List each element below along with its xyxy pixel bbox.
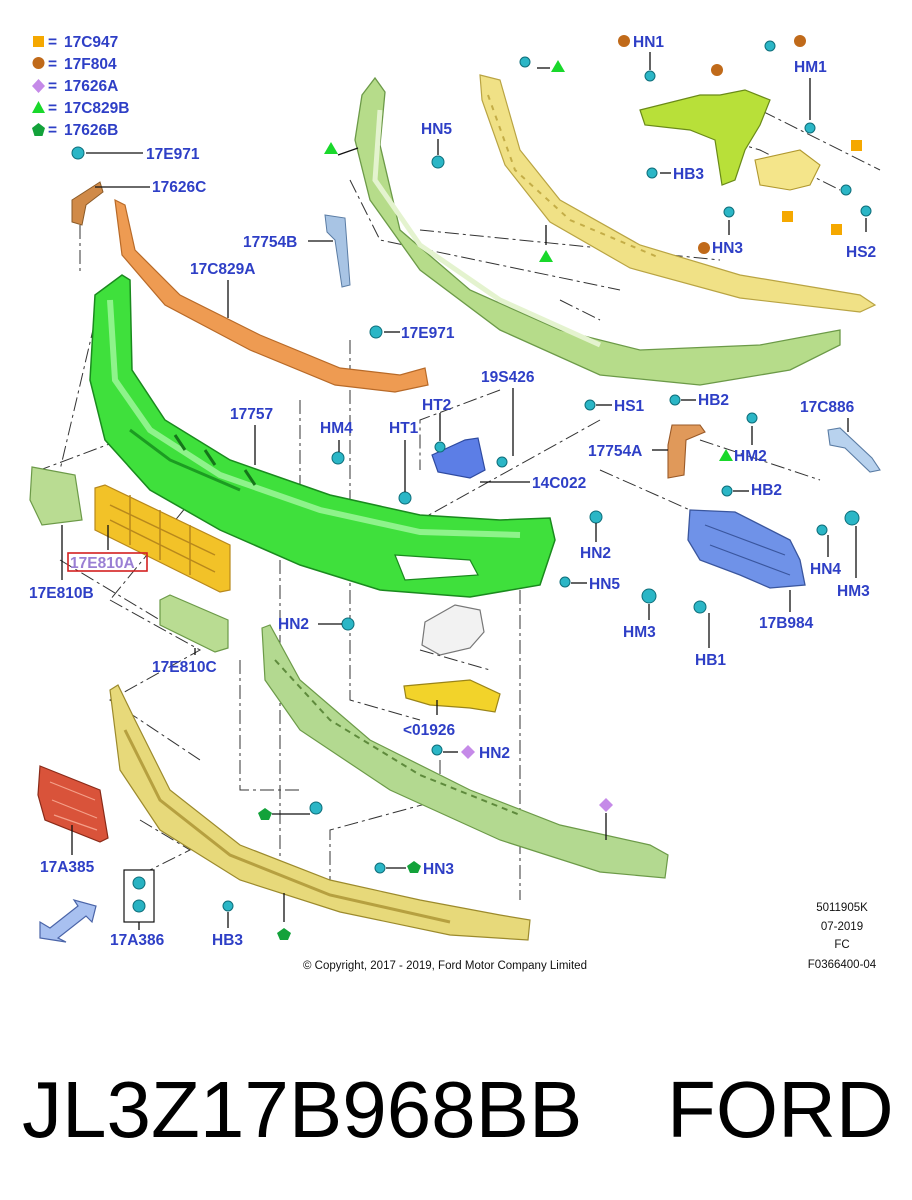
- legend-code-17f804: 17F804: [64, 56, 117, 73]
- label-hn5-top: HN5: [421, 121, 452, 138]
- highlight-box-17e810a: [67, 552, 148, 572]
- label-17e810b: 17E810B: [29, 585, 94, 602]
- bracket-14c022: [431, 437, 486, 479]
- label-hn3-top: HN3: [712, 240, 743, 257]
- legend-diamond-symbol: [32, 79, 45, 93]
- label-hn5-mid: HN5: [589, 576, 620, 593]
- label-hb2-a: HB2: [698, 392, 729, 409]
- label-hn2-a: HN2: [580, 545, 611, 562]
- part-labels: 17E971 17626C 17754B 17C829A 17E971 HN5 …: [29, 34, 876, 949]
- grille-insert-17e810a: [94, 484, 231, 593]
- label-17a386: 17A386: [110, 932, 165, 949]
- svg-text:=: =: [48, 78, 57, 95]
- legend-circle-symbol: [32, 57, 45, 69]
- label-17e810c: 17E810C: [152, 659, 217, 676]
- svg-text:=: =: [48, 100, 57, 117]
- upper-right-bracket: [639, 89, 771, 186]
- label-hb3-top: HB3: [673, 166, 704, 183]
- label-17757: 17757: [230, 406, 273, 423]
- bracket-17626c: [71, 181, 104, 226]
- legend-triangle-symbol: [32, 101, 45, 113]
- bracket-17754b: [324, 214, 351, 288]
- label-17754a: 17754A: [588, 443, 642, 460]
- fasteners: [71, 40, 872, 912]
- label-hn4: HN4: [810, 561, 841, 578]
- part-number: JL3Z17B968BB: [22, 1065, 583, 1154]
- label-17e810a: 17E810A: [70, 555, 135, 572]
- brand-name: FORD: [667, 1065, 894, 1154]
- diagram-footer: © Copyright, 2017 - 2019, Ford Motor Com…: [303, 902, 877, 972]
- bracket-17b984: [687, 509, 806, 589]
- svg-text:=: =: [48, 122, 57, 139]
- label-ht1: HT1: [389, 420, 419, 437]
- label-17c829a: 17C829A: [190, 261, 256, 278]
- label-hs2: HS2: [846, 244, 876, 261]
- part-caption: JL3Z17B968BB FORD: [22, 1050, 902, 1170]
- pale-green-upper-deflector: [354, 76, 841, 386]
- label-17626c: 17626C: [152, 179, 206, 196]
- legend-sep: =: [48, 34, 57, 51]
- label-hm3-b: HM3: [623, 624, 656, 641]
- label-ht2: HT2: [422, 397, 451, 414]
- legend-pentagon-symbol: [32, 123, 45, 136]
- label-14c022: 14C022: [532, 475, 586, 492]
- orange-upper-seal: [114, 198, 429, 393]
- legend-square-symbol: [33, 36, 44, 47]
- label-hm4: HM4: [320, 420, 353, 437]
- ref-code-3: FC: [834, 939, 849, 951]
- small-yellow-bracket: [754, 149, 821, 191]
- exploded-parts-diagram: = 17C947 = 17F804 = 17626A = 17C829B = 1…: [29, 34, 881, 972]
- label-17754b: 17754B: [243, 234, 297, 251]
- label-hn2-b: HN2: [278, 616, 309, 633]
- end-cap-17e810c: [159, 594, 229, 653]
- label-hn2-c: HN2: [479, 745, 510, 762]
- direction-arrow: [39, 898, 97, 943]
- legend-code-17626b: 17626B: [64, 122, 118, 139]
- label-hn1: HN1: [633, 34, 664, 51]
- lower-skid-plate: [109, 684, 531, 941]
- label-17b984: 17B984: [759, 615, 814, 632]
- license-bracket-17a385: [37, 765, 109, 843]
- copyright-text: © Copyright, 2017 - 2019, Ford Motor Com…: [303, 960, 587, 972]
- label-hs1: HS1: [614, 398, 645, 415]
- label-17e971-a: 17E971: [146, 146, 200, 163]
- svg-text:=: =: [48, 56, 57, 73]
- leader-lines: [61, 52, 867, 930]
- label-hb2-b: HB2: [751, 482, 782, 499]
- label-01926: <01926: [403, 722, 456, 739]
- label-hm2: HM2: [734, 448, 767, 465]
- label-hb1: HB1: [695, 652, 726, 669]
- legend-code-17c829b: 17C829B: [64, 100, 130, 117]
- end-cap-17e810b: [29, 466, 83, 526]
- yellow-upper-strip: [479, 74, 877, 313]
- diagram-symbols: [258, 35, 862, 940]
- label-hm3-a: HM3: [837, 583, 870, 600]
- label-17a385: 17A385: [40, 859, 95, 876]
- lower-valance: [261, 624, 669, 879]
- legend-code-17626a: 17626A: [64, 78, 118, 95]
- legend: = 17C947 = 17F804 = 17626A = 17C829B = 1…: [32, 34, 130, 139]
- bracket-17754a: [667, 424, 706, 479]
- tow-hook-white: [421, 604, 485, 656]
- label-17c886: 17C886: [800, 399, 855, 416]
- label-hn3-bot: HN3: [423, 861, 454, 878]
- label-hm1: HM1: [794, 59, 827, 76]
- label-17e971-b: 17E971: [401, 325, 455, 342]
- legend-code-17c947: 17C947: [64, 34, 118, 51]
- ref-code-2: 07-2019: [821, 921, 863, 933]
- main-bumper-17757: [89, 274, 556, 598]
- ref-code-4: F0366400-04: [808, 959, 877, 971]
- ref-code-1: 5011905K: [816, 902, 868, 914]
- tow-hook-yellow: [403, 679, 501, 713]
- label-19s426: 19S426: [481, 369, 535, 386]
- bracket-17c886: [827, 427, 881, 473]
- label-hb3-bot: HB3: [212, 932, 243, 949]
